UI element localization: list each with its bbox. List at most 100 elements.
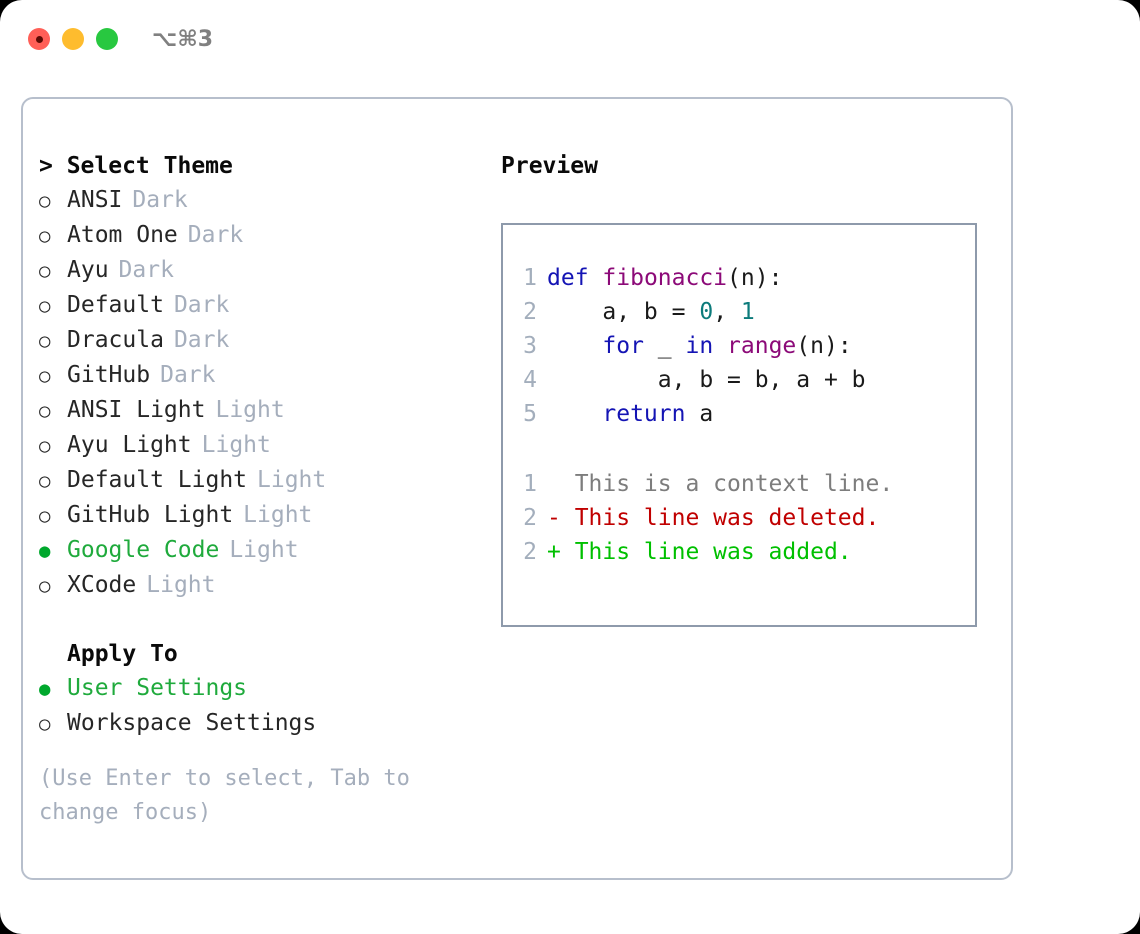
radio-unselected-icon: ○ [39, 713, 51, 735]
theme-option-default[interactable]: ○ Default Dark [39, 288, 489, 323]
apply-to-option-list: ● User Settings ○ Workspace Settings [39, 671, 489, 741]
radio-unselected-icon: ○ [39, 330, 51, 352]
apply-to-option-workspace-settings[interactable]: ○ Workspace Settings [39, 706, 489, 741]
theme-option-category: Light [146, 572, 216, 598]
code-token [589, 265, 603, 291]
apply-to-option-user-settings[interactable]: ● User Settings [39, 671, 489, 706]
theme-option-label: ANSI Light [67, 397, 206, 423]
radio-unselected-icon: ○ [39, 435, 51, 457]
theme-option-ayu[interactable]: ○ Ayu Dark [39, 253, 489, 288]
line-number: 2 [523, 505, 537, 531]
theme-option-atom-one[interactable]: ○ Atom One Dark [39, 218, 489, 253]
radio-unselected-icon: ○ [39, 190, 51, 212]
keyboard-shortcut-label: ⌥⌘3 [152, 26, 214, 52]
theme-option-label: Dracula [67, 327, 164, 353]
code-token: fibonacci [602, 265, 728, 291]
code-line: 3 for _ in range(n): [503, 329, 975, 363]
radio-unselected-icon: ○ [39, 225, 51, 247]
code-token: 0 [699, 299, 714, 325]
theme-option-label: GitHub Light [67, 502, 234, 528]
diff-line-added: 2 + This line was added. [503, 535, 975, 569]
apply-to-option-label: User Settings [67, 675, 248, 701]
code-token: a [685, 401, 714, 427]
theme-option-label: ANSI [67, 187, 123, 213]
theme-option-category: Dark [173, 327, 230, 353]
line-number: 2 [523, 299, 537, 325]
code-line: 2 a, b = 0, 1 [503, 295, 975, 329]
theme-option-label: Default [67, 292, 164, 318]
line-number: 1 [523, 265, 537, 291]
theme-option-category: Light [201, 432, 271, 458]
theme-option-category: Dark [132, 187, 188, 213]
theme-option-ayu-light[interactable]: ○ Ayu Light Light [39, 428, 489, 463]
theme-option-ansi[interactable]: ○ ANSI Dark [39, 183, 489, 218]
line-number: 3 [523, 333, 537, 359]
theme-option-category: Dark [118, 257, 174, 283]
code-token: a, b = b, a + b [547, 367, 866, 393]
code-line-text: def fibonacci(n): [547, 261, 782, 295]
line-number: 4 [523, 367, 537, 393]
select-theme-header: > Select Theme [39, 153, 233, 179]
theme-option-category: Dark [187, 222, 244, 248]
theme-option-ansi-light[interactable]: ○ ANSI Light Light [39, 393, 489, 428]
code-token: 1 [740, 299, 755, 325]
diff-line-text: - This line was deleted. [547, 505, 880, 531]
minimize-button[interactable] [62, 28, 84, 50]
code-line-text: return a [547, 397, 713, 431]
line-number: 5 [523, 401, 537, 427]
code-line-text: a, b = 0, 1 [547, 295, 755, 329]
code-token: , [713, 299, 741, 325]
title-bar: ⌥⌘3 [0, 0, 1140, 78]
code-token [547, 333, 602, 359]
radio-unselected-icon: ○ [39, 470, 51, 492]
code-token: def [547, 265, 589, 291]
code-line-text: for _ in range(n): [547, 329, 851, 363]
code-token: for [602, 333, 644, 359]
theme-option-label: Ayu [67, 257, 109, 283]
apply-to-header: Apply To [67, 641, 178, 667]
code-line: 1 def fibonacci(n): [503, 261, 975, 295]
code-line: 4 a, b = b, a + b [503, 363, 975, 397]
apply-to-option-label: Workspace Settings [67, 710, 317, 736]
close-button[interactable] [28, 28, 50, 50]
diff-line-context: 1 This is a context line. [503, 467, 975, 501]
diff-line-text: This is a context line. [547, 471, 894, 497]
code-token: (n): [727, 265, 783, 291]
theme-option-label: Default Light [67, 467, 248, 493]
radio-unselected-icon: ○ [39, 295, 51, 317]
diff-line-text: + This line was added. [547, 539, 852, 565]
theme-option-label: GitHub [67, 362, 151, 388]
line-number: 2 [523, 539, 537, 565]
theme-option-label: Google Code [67, 537, 220, 563]
theme-option-label: XCode [67, 572, 137, 598]
maximize-button[interactable] [96, 28, 118, 50]
theme-option-category: Light [215, 397, 285, 423]
radio-selected-icon: ● [39, 678, 51, 700]
preview-title: Preview [501, 153, 598, 179]
close-icon [35, 35, 43, 43]
window-controls [28, 28, 118, 50]
radio-unselected-icon: ○ [39, 505, 51, 527]
code-token: in [685, 333, 714, 359]
code-token: _ [643, 333, 686, 359]
theme-option-category: Dark [160, 362, 216, 388]
keyboard-hint-text: (Use Enter to select, Tab to change focu… [39, 766, 410, 825]
theme-option-category: Dark [173, 292, 230, 318]
code-token [713, 333, 727, 359]
theme-option-label: Atom One [67, 222, 178, 248]
theme-option-dracula[interactable]: ○ Dracula Dark [39, 323, 489, 358]
radio-unselected-icon: ○ [39, 400, 51, 422]
theme-option-label: Ayu Light [67, 432, 192, 458]
radio-unselected-icon: ○ [39, 260, 51, 282]
diff-sample: 1 This is a context line. 2 - This line wa… [503, 467, 975, 569]
